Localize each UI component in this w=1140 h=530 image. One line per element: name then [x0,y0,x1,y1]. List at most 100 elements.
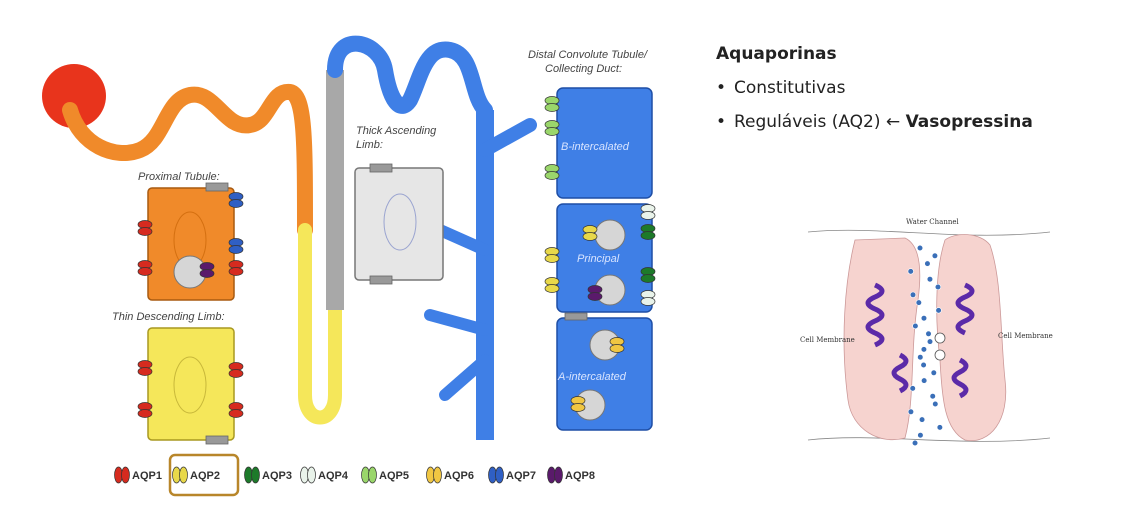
water-molecule [935,307,942,314]
thick-ascending-label-2: Limb: [356,139,383,151]
thin-descending-cell: Thin Descending Limb: [112,311,235,445]
water-molecule [920,361,927,369]
principal-label: Principal [577,253,620,265]
thin-descending-label: Thin Descending Limb: [112,311,225,323]
distal-title-2: Collecting Duct: [545,63,622,75]
membrane-top [807,229,1051,236]
vasopressina-text: Vasopressina [905,112,1033,132]
legend-item-aqp6: AQP6 [426,466,474,484]
cell-membrane-right-label: Cell Membrane [998,332,1053,340]
legend-highlight-box [168,453,240,497]
aqp-channel-aqp1 [137,220,153,236]
water-molecule [917,354,924,361]
water-molecule [920,315,928,322]
aqp-channel-aqp2 [582,225,598,241]
aquaporin-channels [137,96,656,418]
water-molecule [929,393,936,400]
water-molecule [930,369,937,376]
b-intercalated-label: B-intercalated [561,141,630,153]
panel-heading: Aquaporinas [716,44,837,64]
bullet-regulaveis: • Reguláveis (AQ2) ← Vasopressina [716,112,1126,132]
bullet-text: Constitutivas [734,78,846,98]
water-molecule [934,283,942,291]
water-molecule [924,260,931,267]
thick-ascending-cell: Thick Ascending Limb: [354,125,444,285]
legend-item-aqp1: AQP1 [114,466,162,484]
legend-item-aqp4: AQP4 [300,466,349,484]
legend-item-aqp5: AQP5 [361,466,409,484]
legend-label: AQP7 [506,470,536,482]
bullet-text: Reguláveis (AQ2) [734,112,881,132]
aqp-channel-aqp1 [137,360,153,376]
legend-item-aqp7: AQP7 [488,466,536,484]
aqp-channel-aqp7 [228,192,244,208]
glomerulus-circle [42,64,106,128]
aqp-channel-aqp7 [228,238,244,254]
aqp-channel-aqp4 [640,290,656,306]
aqp-channel-aqp3 [640,224,656,240]
aqp-channel-aqp1 [228,260,244,276]
left-arrow-icon: ← [885,112,901,132]
text-panel: Aquaporinas •Constitutivas • Reguláveis (… [716,44,1126,146]
aqp-channel-aqp2 [544,247,560,263]
thick-ascending-label-1: Thick Ascending [356,125,437,137]
duct-branch-1 [478,118,537,157]
aqp-channel-aqp8 [199,262,215,278]
aqp-channel-aqp6 [609,337,625,353]
water-molecule [915,299,922,306]
water-molecule [931,252,939,259]
aquaporin-legend: AQP1 AQP2 AQP3 AQP4 AQP5 AQP6 AQP7 AQP8 [114,453,595,497]
cell-membrane-left-label: Cell Membrane [800,336,855,344]
water-channel-title: Water Channel [906,218,959,226]
water-molecule [918,416,926,423]
legend-label: AQP1 [132,470,162,482]
water-molecule [907,268,914,275]
water-molecules [907,244,943,447]
aqp-channel-aqp1 [137,402,153,418]
proximal-tubule-cell: Proximal Tubule: [138,171,235,301]
helix-right-2 [951,357,969,399]
proximal-tubule-path [62,84,313,238]
bullet-constitutivas: •Constitutivas [716,78,1126,98]
water-molecule [921,377,928,384]
legend-label: AQP4 [318,470,349,482]
aqp-channel-aqp1 [137,260,153,276]
helix-right-1 [955,282,975,336]
legend-label: AQP2 [190,470,220,482]
helix-left-1 [865,282,885,348]
water-molecule [907,408,915,415]
legend-item-aqp2: AQP2 [168,453,240,497]
water-molecule [909,291,917,298]
water-molecule [920,346,928,353]
duct-branch-2 [434,224,491,256]
aqp-channel-aqp5 [544,120,560,136]
channel-right-lobe [936,234,1007,442]
aqp-channel-aqp1 [228,362,244,378]
aqp-channel-aqp2 [544,277,560,293]
water-molecule [912,322,919,330]
water-molecule [909,385,916,392]
legend-label: AQP5 [379,470,409,482]
bullet-dot: • [716,112,727,132]
legend-label: AQP8 [565,470,595,482]
water-molecule [936,424,943,431]
membrane-bottom [807,437,1051,442]
water-molecule [917,432,924,439]
water-channel-figure: Water Channel Cell Membrane Cell Membran… [800,218,1053,447]
legend-label: AQP3 [262,470,292,482]
distal-loop-path [327,35,493,118]
duct-branch-4 [439,354,491,401]
helix-left-2 [891,352,909,394]
water-molecule [911,439,919,447]
proximal-tubule-label: Proximal Tubule: [138,171,220,183]
water-molecule [926,338,934,345]
aqp-channel-aqp5 [544,164,560,180]
legend-label: AQP6 [444,470,474,482]
water-molecule [916,244,924,252]
aqp-channel-aqp4 [640,204,656,220]
thin-descending-path [298,223,342,425]
water-molecule [926,276,934,283]
nephron-tube [42,35,537,440]
legend-item-aqp3: AQP3 [244,466,292,484]
